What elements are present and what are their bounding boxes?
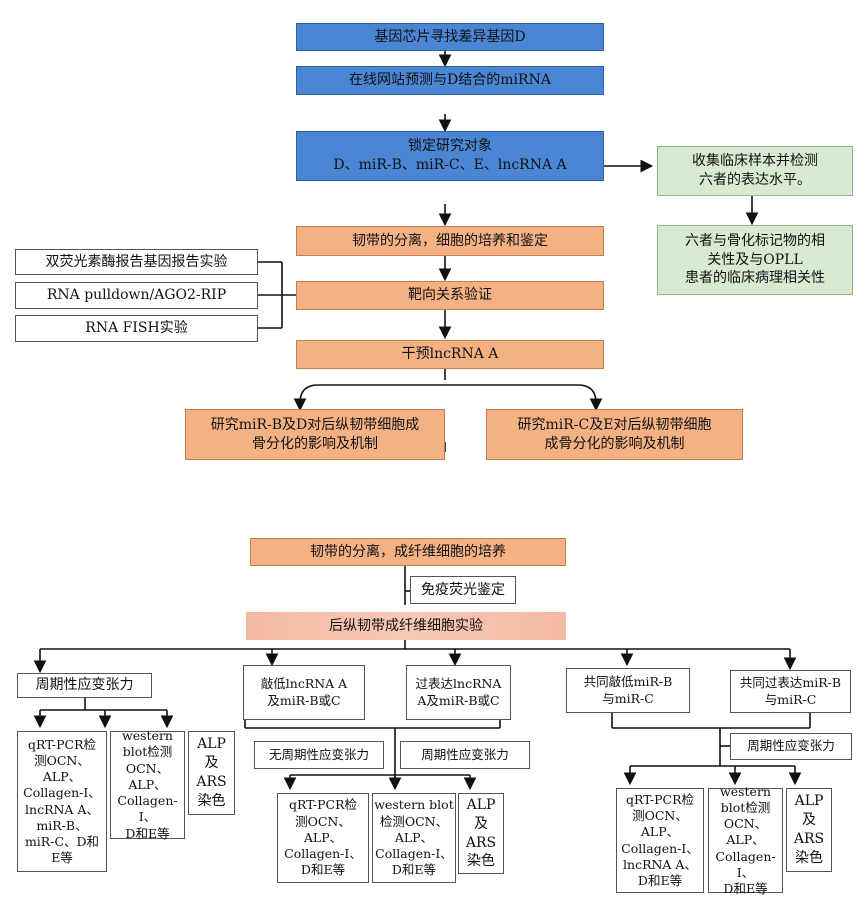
step-intervene-lncrna: 干预lncRNA A (296, 340, 604, 369)
right-western-blot-box: western blot检测 OCN、 ALP、 Collagen-I、 D和E… (708, 784, 783, 896)
right-alp-ars-box: ALP 及 ARS 染色 (786, 788, 832, 872)
left-western-blot-box: western blot检测 OCN、 ALP、 Collagen-I、 D和E… (110, 728, 185, 841)
step-research-targets: 锁定研究对象 D、miR-B、miR-C、E、lncRNA A (296, 131, 604, 181)
group-overexpress-lncrna: 过表达lncRNA A及miR-B或C (406, 665, 511, 720)
group-co-overexpress: 共同过表达miR-B 与miR-C (730, 670, 851, 713)
branch-mir-b-d: 研究miR-B及D对后纵韧带细胞成 骨分化的影响及机制 (185, 409, 445, 460)
strain-right-box: 周期性应变张力 (730, 733, 852, 760)
group-cyclic-strain: 周期性应变张力 (17, 673, 152, 698)
left-alp-ars-box: ALP 及 ARS 染色 (188, 731, 235, 815)
left-qrt-pcr-box: qRT-PCR检 测OCN、 ALP、 Collagen-I、 lncRNA A… (17, 731, 107, 872)
step-target-validation: 靶向关系验证 (296, 281, 604, 310)
branch-mir-c-e: 研究miR-C及E对后纵韧带细胞 成骨分化的影响及机制 (486, 409, 743, 460)
middle-alp-ars-box: ALP 及 ARS 染色 (458, 793, 504, 874)
step-mirna-prediction: 在线网站预测与D结合的miRNA (296, 66, 604, 95)
right-qrt-pcr-box: qRT-PCR检 测OCN、 ALP、 Collagen-I、 lncRNA A… (616, 788, 704, 893)
clinical-correlation-box: 六者与骨化标记物的相 关性及与OPLL 患者的临床病理相关性 (657, 225, 853, 295)
clinical-samples-box: 收集临床样本并检测 六者的表达水平。 (657, 146, 853, 196)
assay-rna-fish: RNA FISH实验 (15, 315, 258, 342)
assay-dual-luciferase: 双荧光素酶报告基因报告实验 (15, 249, 258, 275)
middle-western-blot-box: western blot 检测OCN、 ALP、 Collagen-I、 D和E… (372, 793, 456, 883)
group-co-knockdown: 共同敲低miR-B 与miR-C (566, 668, 690, 713)
group-knockdown-lncrna: 敲低lncRNA A 及miR-B或C (243, 665, 365, 720)
step-fibroblast-culture: 韧带的分离，成纤维细胞的培养 (250, 538, 566, 566)
assay-rna-pulldown: RNA pulldown/AGO2-RIP (15, 282, 258, 309)
fibroblast-experiment-bar: 后纵韧带成纤维细胞实验 (246, 612, 566, 640)
step-cell-culture: 韧带的分离，细胞的培养和鉴定 (296, 226, 604, 256)
strain-middle-box: 周期性应变张力 (400, 741, 530, 769)
no-strain-box: 无周期性应变张力 (254, 741, 384, 769)
immunofluorescence-box: 免疫荧光鉴定 (410, 576, 516, 604)
middle-qrt-pcr-box: qRT-PCR检 测OCN、 ALP、 Collagen-I、 D和E等 (277, 793, 369, 883)
step-gene-chip: 基因芯片寻找差异基因D (296, 23, 604, 51)
